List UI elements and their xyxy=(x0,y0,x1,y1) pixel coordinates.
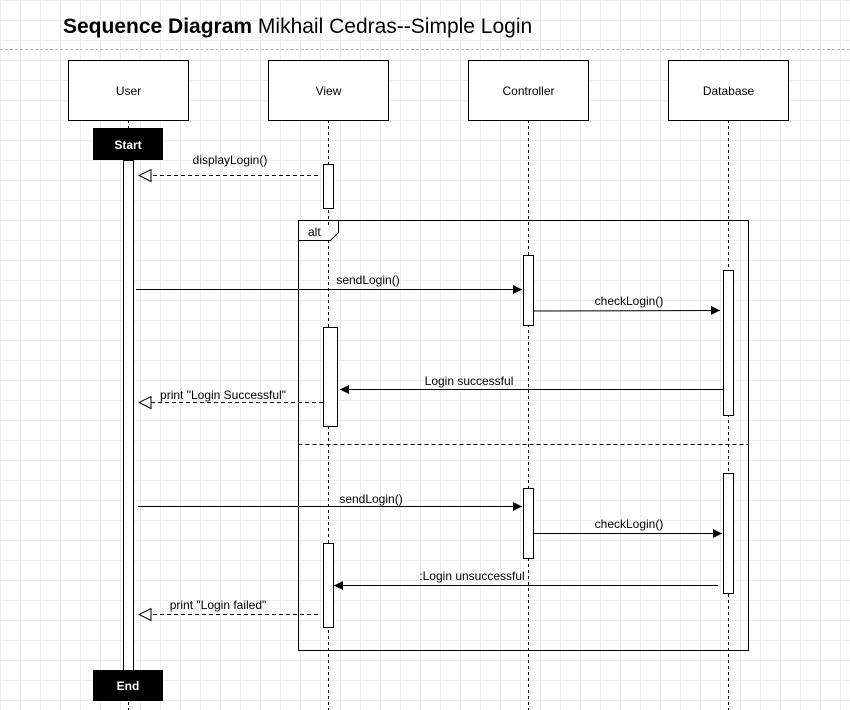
message-login-successful[interactable]: Login successful xyxy=(340,374,723,394)
participant-controller[interactable]: Controller xyxy=(468,60,589,121)
message-label: print "Login Successful" xyxy=(160,388,286,402)
controller-activation-bar xyxy=(523,488,534,559)
message-login-unsuccessful[interactable]: :Login unsuccessful xyxy=(334,569,718,590)
participant-view-label: View xyxy=(316,84,342,98)
database-activation-bar xyxy=(723,270,734,416)
diagram-title-rest: Mikhail Cedras--Simple Login xyxy=(252,15,533,38)
message-label: checkLogin() xyxy=(595,517,664,531)
message-check-login[interactable]: checkLogin() xyxy=(533,517,722,538)
view-activation-bar xyxy=(323,327,338,427)
message-label: sendLogin() xyxy=(339,492,402,506)
title-divider xyxy=(0,49,850,50)
database-activation-bar xyxy=(723,473,734,594)
participant-database-label: Database xyxy=(703,84,755,98)
message-label: :Login unsuccessful xyxy=(419,569,524,583)
message-label: sendLogin() xyxy=(336,273,399,287)
message-print-successful[interactable]: print "Login Successful" xyxy=(139,388,323,403)
participant-database[interactable]: Database xyxy=(668,60,789,121)
start-marker[interactable]: Start xyxy=(93,128,163,160)
diagram-title-bold: Sequence Diagram xyxy=(63,15,253,38)
message-check-login[interactable]: checkLogin() xyxy=(532,294,721,316)
user-activation-bar xyxy=(123,160,134,671)
message-send-login[interactable]: sendLogin() xyxy=(136,273,522,294)
message-label: checkLogin() xyxy=(595,294,664,308)
view-activation-bar xyxy=(323,543,334,628)
alt-fragment[interactable]: alt xyxy=(298,220,749,651)
participant-user[interactable]: User xyxy=(68,60,189,121)
diagram-title: Sequence Diagram Mikhail Cedras--Simple … xyxy=(63,15,532,39)
controller-activation-bar xyxy=(523,255,534,326)
message-label: print "Login failed" xyxy=(170,598,267,612)
participant-user-label: User xyxy=(116,84,141,98)
message-print-failed[interactable]: print "Login failed" xyxy=(139,598,318,615)
end-marker[interactable]: End xyxy=(93,670,163,701)
start-marker-label: Start xyxy=(114,138,141,152)
message-label: displayLogin() xyxy=(193,153,268,167)
message-label: Login successful xyxy=(425,374,514,388)
participant-view[interactable]: View xyxy=(268,60,389,121)
end-marker-label: End xyxy=(117,679,140,693)
alt-fragment-label: alt xyxy=(308,225,321,239)
view-activation-bar xyxy=(323,164,334,209)
message-display-login[interactable]: displayLogin() xyxy=(139,153,318,176)
participant-controller-label: Controller xyxy=(502,84,554,98)
message-send-login[interactable]: sendLogin() xyxy=(138,492,522,511)
